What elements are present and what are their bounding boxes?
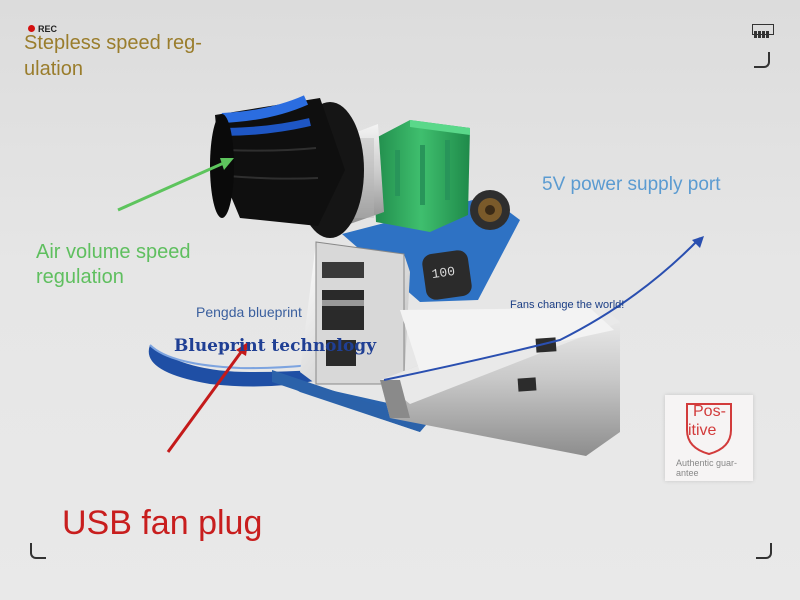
authentic-line-2: antee [676,468,699,478]
red-arrow-line [166,347,246,453]
usb-male-plug [380,300,620,456]
usb-female-port [300,241,410,385]
rec-text: REC [38,24,58,34]
stepless-line-2: ulation [24,58,83,80]
blue-arrow-head [692,236,704,248]
power-port-label: 5V power supply port [542,174,721,195]
air-line-2: regulation [36,266,124,288]
knob [210,95,364,238]
viewfinder-corner-top-right [754,52,770,68]
green-arrow-head [220,158,234,170]
green-arrow-line [117,160,227,212]
air-line-1: Air volume speed [36,241,191,263]
stepless-speed-label: Stepless speed reg- ulation [24,30,202,82]
viewfinder-corner-bottom-right [756,543,772,559]
air-volume-label: Air volume speed regulation [36,240,191,290]
record-dot-icon [28,25,35,32]
pengda-label: Pengda blueprint [196,304,302,320]
usb-fan-plug-label: USB fan plug [62,504,263,542]
stepless-line-1: Stepless speed reg- [24,32,202,54]
red-arrow-head [236,342,248,356]
shield-icon [686,403,732,456]
inductor [470,190,510,230]
blue-arrow-line [383,237,701,381]
positive-line-1: Pos- [693,403,726,420]
viewfinder-corner-bottom-left [30,543,46,559]
choke-marking: 100 [431,264,456,282]
authentic-line-1: Authentic guar- [676,458,738,468]
choke-100: 100 [422,250,472,300]
rec-indicator: REC [28,24,57,34]
authentic-guarantee-badge: Pos- itive Authentic guar- antee [665,395,753,481]
fans-slogan: Fans change the world! [510,299,625,311]
positive-line-2: itive [688,422,717,439]
battery-icon [752,24,774,38]
blueprint-technology-logo-text: Blueprint technology [174,336,377,356]
